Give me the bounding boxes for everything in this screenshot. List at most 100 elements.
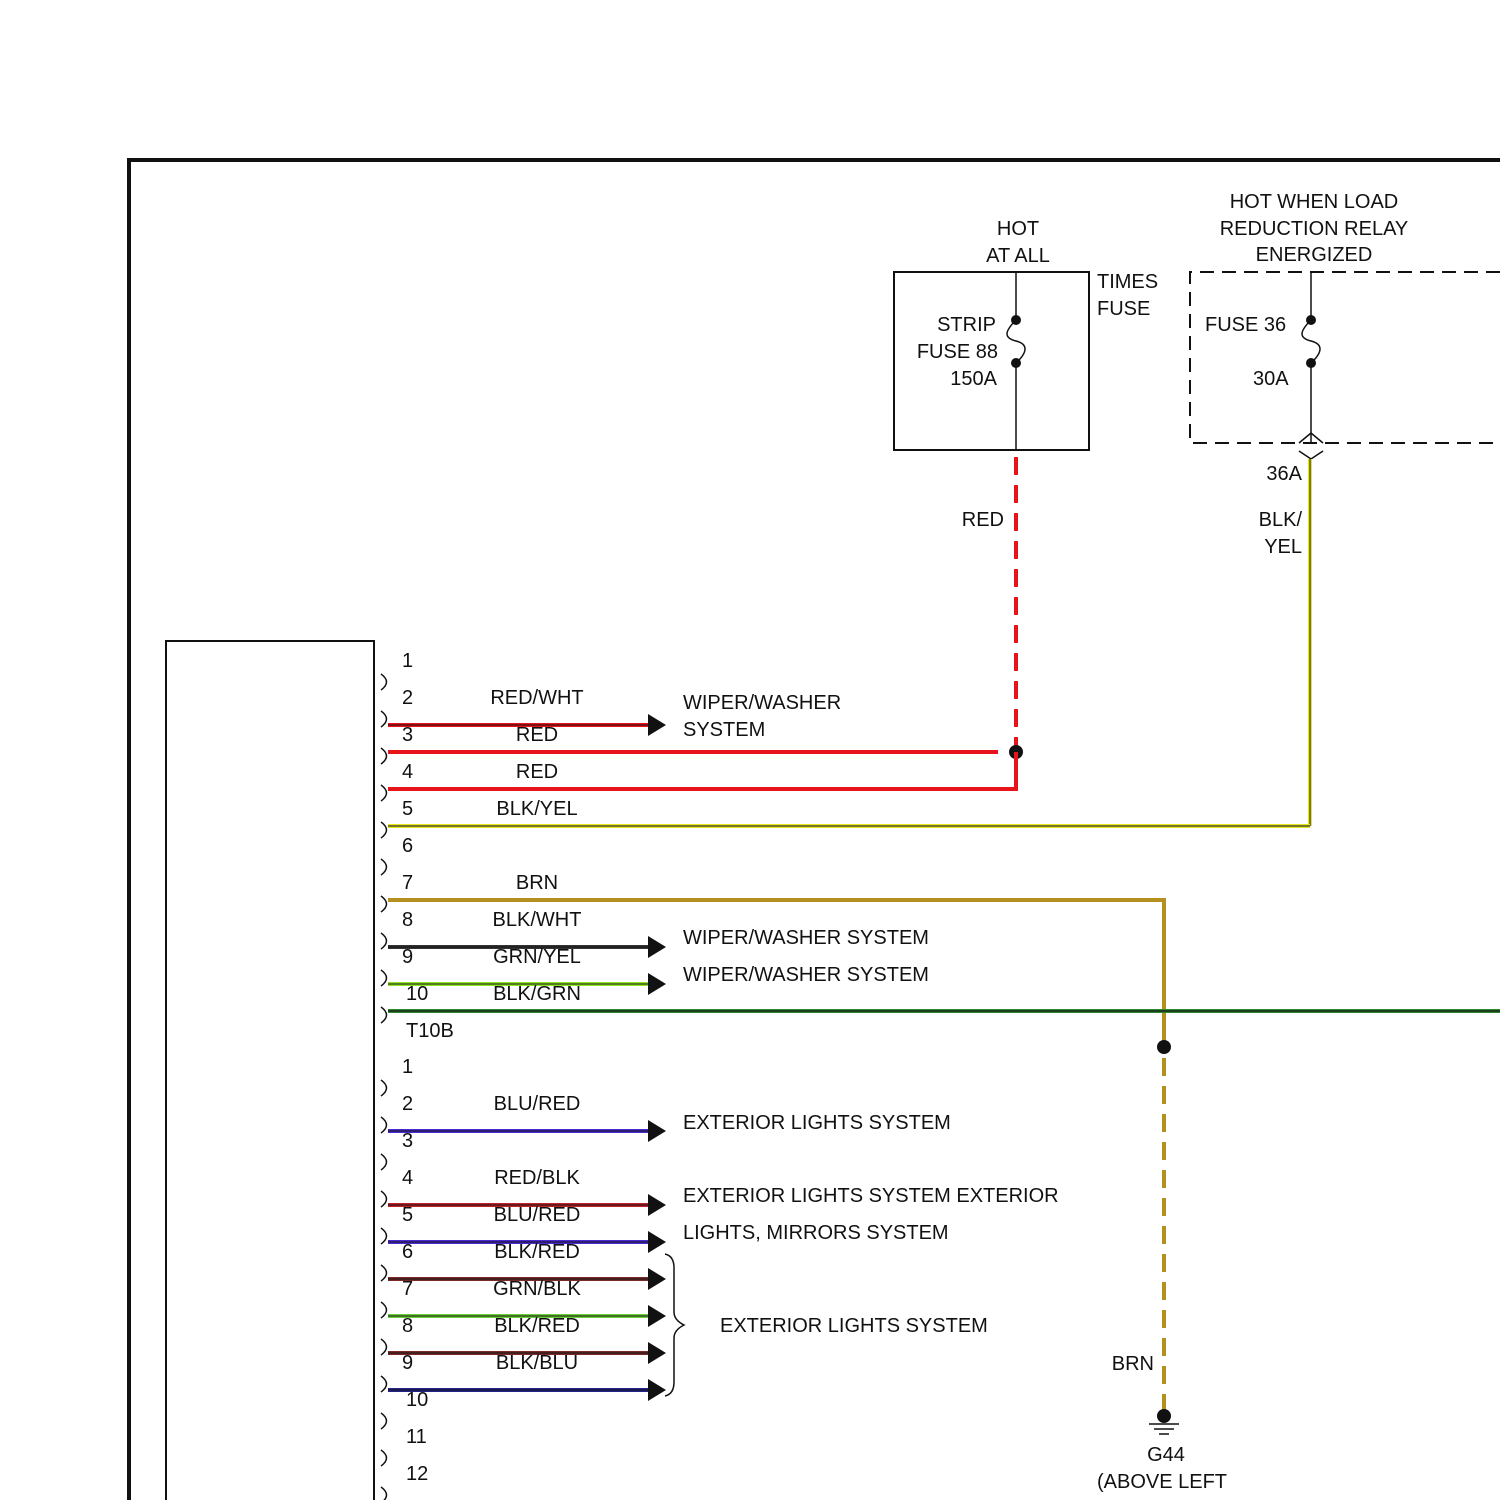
wire-color-label: BLK/RED [494, 1241, 580, 1263]
group-brace [665, 1254, 684, 1396]
arrow-icon [648, 1379, 666, 1401]
pin-number: 5 [402, 798, 413, 820]
wire-color-label: BLU/RED [494, 1093, 581, 1115]
times-fuse-label-line1: TIMES [1097, 271, 1158, 293]
dest-wiper-washer-line1: WIPER/WASHER [683, 692, 841, 714]
wire-color-label: BLK/BLU [496, 1352, 578, 1374]
ground-wire-label: BRN [1112, 1353, 1154, 1375]
ground-dot [1157, 1409, 1171, 1423]
dest-wiper-washer-8: WIPER/WASHER SYSTEM [683, 927, 929, 949]
wire-color-label: BLK/GRN [493, 983, 581, 1005]
wire-color-label: BLK/RED [494, 1315, 580, 1337]
pin-cavity-icon [381, 1080, 387, 1096]
pin-number: 10 [406, 1389, 428, 1411]
pin-number: 9 [402, 1352, 413, 1374]
wire-pin4-red [388, 752, 1016, 789]
arrow-icon [648, 1305, 666, 1327]
times-fuse-label-line2: FUSE [1097, 298, 1150, 320]
blk-yel-label-line2: YEL [1264, 536, 1302, 558]
module-box [166, 641, 374, 1500]
pin-number: 1 [402, 650, 413, 672]
ground-name: G44 [1147, 1444, 1185, 1466]
wire-color-label: RED/WHT [490, 687, 583, 709]
pin-cavity-icon [381, 711, 387, 727]
load-reduction-fuse-box: HOT WHEN LOAD REDUCTION RELAY ENERGIZED … [1190, 191, 1500, 485]
hot-when-line1: HOT WHEN LOAD [1230, 191, 1399, 213]
pin-number: 7 [402, 1278, 413, 1300]
wire-color-label: GRN/YEL [493, 946, 581, 968]
dashed-fuse-box-outline [1190, 272, 1500, 443]
pin-cavity-icon [381, 896, 387, 912]
dest-exterior-lights-4: EXTERIOR LIGHTS SYSTEM EXTERIOR [683, 1185, 1059, 1207]
fuse36-label: FUSE 36 [1205, 314, 1286, 336]
arrow-icon [648, 973, 666, 995]
fuse-88-icon [1007, 320, 1025, 363]
pin-cavity-icon [381, 859, 387, 875]
hot-at-all-times-fuse-box: HOT AT ALL TIMES FUSE STRIP FUSE 88 150A [894, 218, 1158, 450]
pin-number: 4 [402, 761, 413, 783]
pin-number: 1 [402, 1056, 413, 1078]
pin-cavity-icon [381, 1302, 387, 1318]
dest-exterior-lights-2: EXTERIOR LIGHTS SYSTEM [683, 1112, 951, 1134]
wire-color-label: RED [516, 761, 558, 783]
pin-number: 6 [402, 1241, 413, 1263]
hot-when-line3: ENERGIZED [1256, 244, 1373, 266]
dest-wiper-washer-line2: SYSTEM [683, 719, 765, 741]
connector-name: T10B [406, 1020, 454, 1042]
strip-fuse-line1: STRIP [937, 314, 996, 336]
strip-fuse-line3: 150A [950, 368, 997, 390]
pin-cavity-icon [381, 1376, 387, 1392]
fuse36-rating: 30A [1253, 368, 1289, 390]
pin-number: 9 [402, 946, 413, 968]
dest-exterior-lights-5: LIGHTS, MIRRORS SYSTEM [683, 1222, 949, 1244]
pin-cavity-icon [381, 1228, 387, 1244]
pin-cavity-icon [381, 1191, 387, 1207]
pin-cavity-icon [381, 970, 387, 986]
pin-cavity-icon [381, 1265, 387, 1281]
pin-cavity-icon [381, 674, 387, 690]
pin-number: 11 [406, 1426, 427, 1448]
dest-exterior-lights-group: EXTERIOR LIGHTS SYSTEM [720, 1315, 988, 1337]
upper-routing [388, 745, 1500, 1410]
pin-cavity-icon [381, 822, 387, 838]
ground-location: (ABOVE LEFT [1097, 1471, 1227, 1493]
pin-number: 3 [402, 1130, 413, 1152]
pin-number: 8 [402, 909, 413, 931]
pin-number: 6 [402, 835, 413, 857]
pin-number: 2 [402, 687, 413, 709]
wire-color-label: BLK/WHT [493, 909, 582, 931]
arrow-icon [648, 714, 666, 736]
splice-dot [1157, 1040, 1171, 1054]
pin-cavity-icon [381, 1450, 387, 1466]
pin-number: 3 [402, 724, 413, 746]
pin-cavity-icon [381, 1007, 387, 1023]
pin-number: 10 [406, 983, 428, 1005]
arrow-icon [648, 1194, 666, 1216]
outer-frame [129, 160, 1500, 1500]
wire-color-label: BLK/YEL [496, 798, 577, 820]
pin-number: 12 [406, 1463, 428, 1485]
red-feed-label: RED [962, 509, 1004, 531]
fuse36-terminal: 36A [1266, 463, 1302, 485]
arrow-icon [648, 1231, 666, 1253]
wire-color-label: GRN/BLK [493, 1278, 581, 1300]
pin-cavity-icon [381, 1154, 387, 1170]
pin-number: 7 [402, 872, 413, 894]
wire-color-label: BRN [516, 872, 558, 894]
pin-cavity-icon [381, 1339, 387, 1355]
wire-color-label: RED/BLK [494, 1167, 580, 1189]
arrow-icon [648, 1342, 666, 1364]
arrow-icon [648, 1120, 666, 1142]
arrow-icon [648, 936, 666, 958]
pin-cavity-icon [381, 748, 387, 764]
hot-at-all-label-line2: AT ALL [986, 245, 1050, 267]
pin-number: 8 [402, 1315, 413, 1337]
wire-color-label: RED [516, 724, 558, 746]
hot-at-all-label-line1: HOT [997, 218, 1039, 240]
hot-when-line2: REDUCTION RELAY [1220, 218, 1409, 240]
dest-wiper-washer-9: WIPER/WASHER SYSTEM [683, 964, 929, 986]
pin-cavity-icon [381, 1487, 387, 1500]
